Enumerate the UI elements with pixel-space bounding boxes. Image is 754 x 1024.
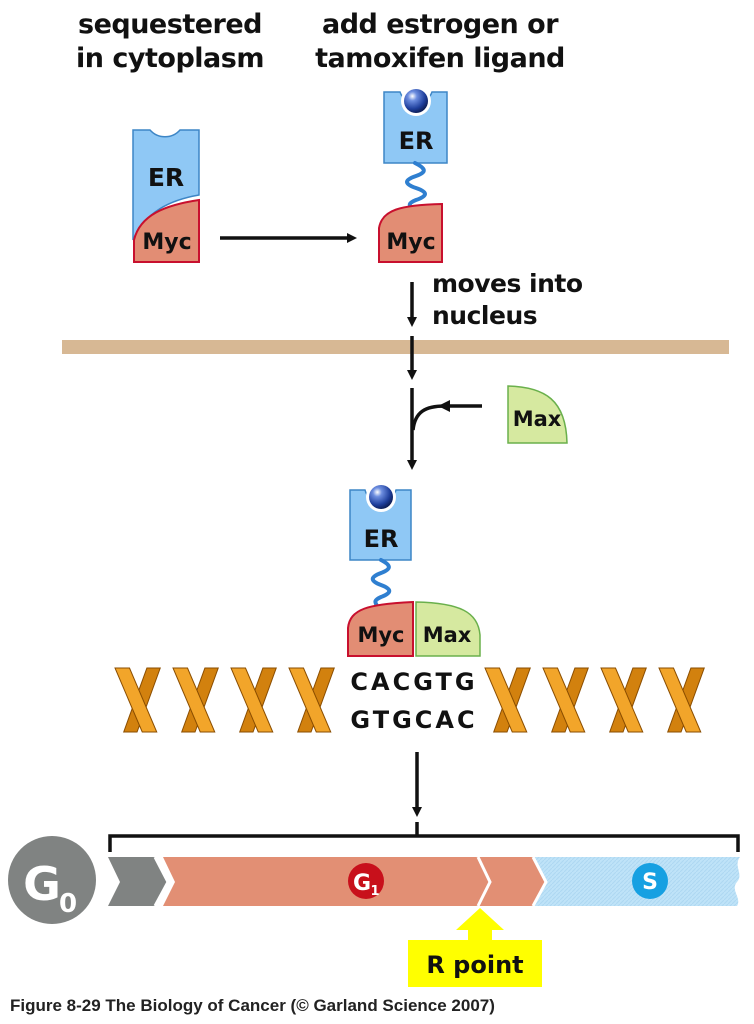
g1-subscript: 1: [370, 884, 379, 899]
label-ligand-line1: add estrogen or: [321, 9, 559, 40]
g0-circle: [8, 836, 96, 924]
dna-ribbon-front: [230, 667, 274, 733]
s-badge: [632, 863, 668, 899]
g1-label: G: [353, 871, 371, 896]
label-moves-into-nucleus: moves into nucleus: [432, 268, 583, 332]
max-domain: [507, 385, 568, 444]
max-free: Max: [507, 385, 568, 444]
label-sequestered-line1: sequestered: [78, 9, 263, 40]
dna-ribbon-front: [600, 667, 644, 733]
er-label: ER: [148, 163, 184, 192]
label-sequestered-line2: in cytoplasm: [76, 43, 264, 74]
dna-ribbon-front: [484, 667, 528, 733]
figure-caption: Figure 8-29 The Biology of Cancer (© Gar…: [10, 996, 495, 1015]
dna-ribbon-front: [114, 667, 158, 733]
dna-ribbon-front: [172, 667, 216, 733]
ligand-ball-icon: [369, 485, 393, 509]
dna-helix-left: [114, 667, 335, 733]
g0-segment: [108, 857, 168, 906]
myc-domain: [347, 600, 414, 657]
myc-label: Myc: [357, 623, 404, 647]
ligand-ball-icon: [404, 89, 428, 113]
max-label: Max: [423, 623, 472, 647]
linker-coil: [370, 558, 392, 610]
s-label: S: [642, 870, 658, 895]
nuclear-membrane: [62, 340, 729, 354]
er-label: ER: [364, 525, 399, 553]
er-label: ER: [399, 127, 434, 155]
er-myc-max-complex: ER Myc Max: [347, 482, 481, 657]
g0-label: G: [23, 857, 61, 911]
myc-domain: [133, 198, 200, 263]
r-point-marker: R point: [408, 908, 542, 987]
dna-helix-right: [484, 667, 705, 733]
label-nucleus-line2: nucleus: [432, 301, 538, 330]
dna-ribbon-front: [542, 667, 586, 733]
label-add-ligand: add estrogen or tamoxifen ligand: [290, 8, 590, 76]
label-nucleus-line1: moves into: [432, 269, 583, 298]
er-myc-sequestered: ER Myc: [132, 129, 200, 263]
dna-bottom-strand: GTGCAC: [350, 706, 477, 734]
max-label: Max: [513, 407, 562, 431]
r-point-arrow-icon: [456, 908, 504, 942]
max-join-arrow: [407, 388, 482, 470]
cell-cycle-bar: G 0 G 1 S: [8, 836, 740, 924]
linker-coil: [405, 161, 427, 214]
er-myc-ligand-bound: ER Myc: [378, 86, 448, 263]
g0-subscript: 0: [59, 889, 77, 919]
max-domain: [415, 601, 481, 657]
g1-badge: [348, 863, 384, 899]
cell-cycle-bracket: [108, 822, 740, 852]
g1-segment-late: [476, 857, 546, 906]
r-point-box: [408, 940, 542, 987]
r-point-label: R point: [426, 951, 523, 979]
myc-label: Myc: [386, 230, 435, 255]
dna-ribbon-front: [288, 667, 332, 733]
label-sequestered: sequestered in cytoplasm: [60, 8, 280, 76]
myc-label: Myc: [142, 230, 191, 255]
g1-segment: [163, 857, 490, 906]
dna-top-strand: CACGTG: [350, 668, 477, 696]
myc-domain: [378, 202, 443, 263]
dna-ribbon-front: [658, 667, 702, 733]
label-ligand-line2: tamoxifen ligand: [315, 43, 565, 74]
